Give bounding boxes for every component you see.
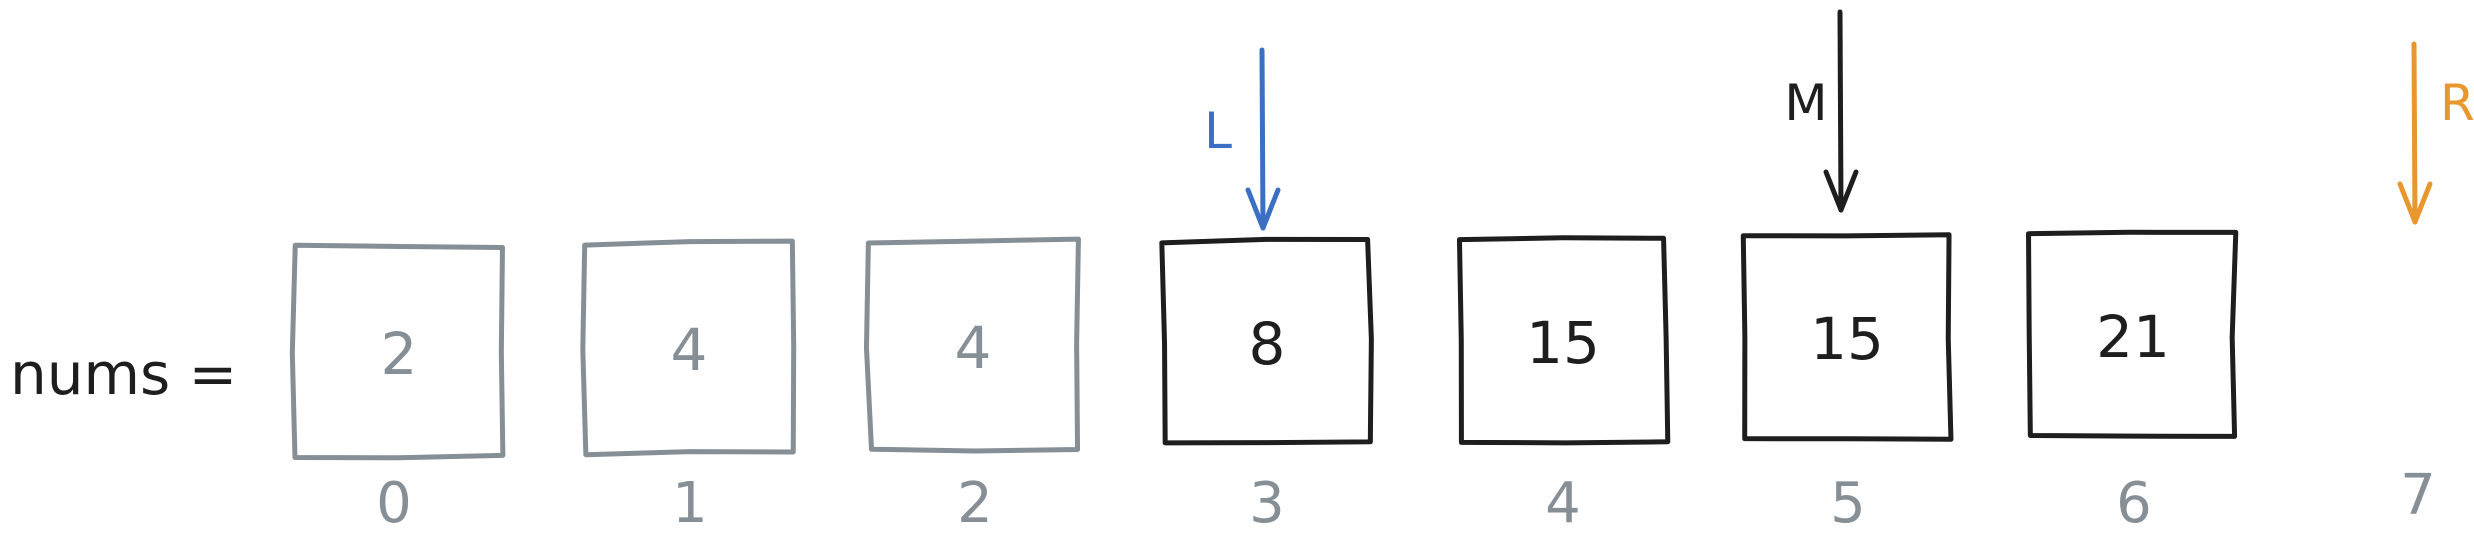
- cell-value: 8: [1249, 310, 1286, 378]
- index-label-trailing: 7: [2400, 463, 2436, 528]
- pointer-m: M: [1784, 9, 1859, 213]
- pointer-l: L: [1204, 47, 1281, 231]
- cell-box: [289, 242, 506, 461]
- index-label: 4: [1545, 471, 1581, 536]
- pointer-label: M: [1784, 74, 1827, 132]
- index-label: 1: [672, 471, 708, 536]
- index-label: 2: [957, 471, 993, 536]
- pointer-arrow-shaft: [2411, 41, 2418, 225]
- pointer-arrowhead-icon: [1245, 187, 1281, 231]
- cell-box: [863, 236, 1081, 454]
- array-cell: 15: [1740, 232, 1954, 442]
- array-cell: 8: [1159, 236, 1374, 446]
- pointer-arrow-shaft: [1837, 9, 1844, 213]
- index-label: 5: [1830, 471, 1866, 536]
- cell-value: 4: [671, 316, 708, 384]
- pointer-arrowhead-icon: [2397, 181, 2433, 225]
- cell-value: 21: [2096, 303, 2170, 371]
- array-label: nums =: [10, 340, 238, 408]
- pointer-r: R: [2397, 41, 2474, 225]
- cell-box: [2026, 229, 2239, 439]
- cell-value: 15: [1810, 305, 1884, 373]
- array-cell: 4: [863, 236, 1081, 454]
- cell-box: [580, 238, 797, 458]
- cell-value: 4: [955, 314, 992, 382]
- index-label: 6: [2116, 471, 2152, 536]
- cell-value: 2: [381, 320, 418, 388]
- pointer-label: L: [1204, 102, 1232, 160]
- array-cell: 2: [289, 242, 506, 461]
- cell-box: [1159, 236, 1374, 446]
- pointer-arrow-shaft: [1259, 47, 1266, 231]
- pointer-arrowhead-icon: [1823, 169, 1859, 213]
- array-cell: 21: [2026, 229, 2239, 439]
- cell-box: [1740, 232, 1954, 442]
- pointer-label: R: [2440, 74, 2474, 132]
- cell-value: 15: [1526, 309, 1600, 377]
- cell-box: [1456, 235, 1671, 446]
- index-label: 3: [1249, 471, 1285, 536]
- array-cell: 4: [580, 238, 797, 458]
- array-cell: 15: [1456, 235, 1671, 446]
- index-label: 0: [376, 471, 412, 536]
